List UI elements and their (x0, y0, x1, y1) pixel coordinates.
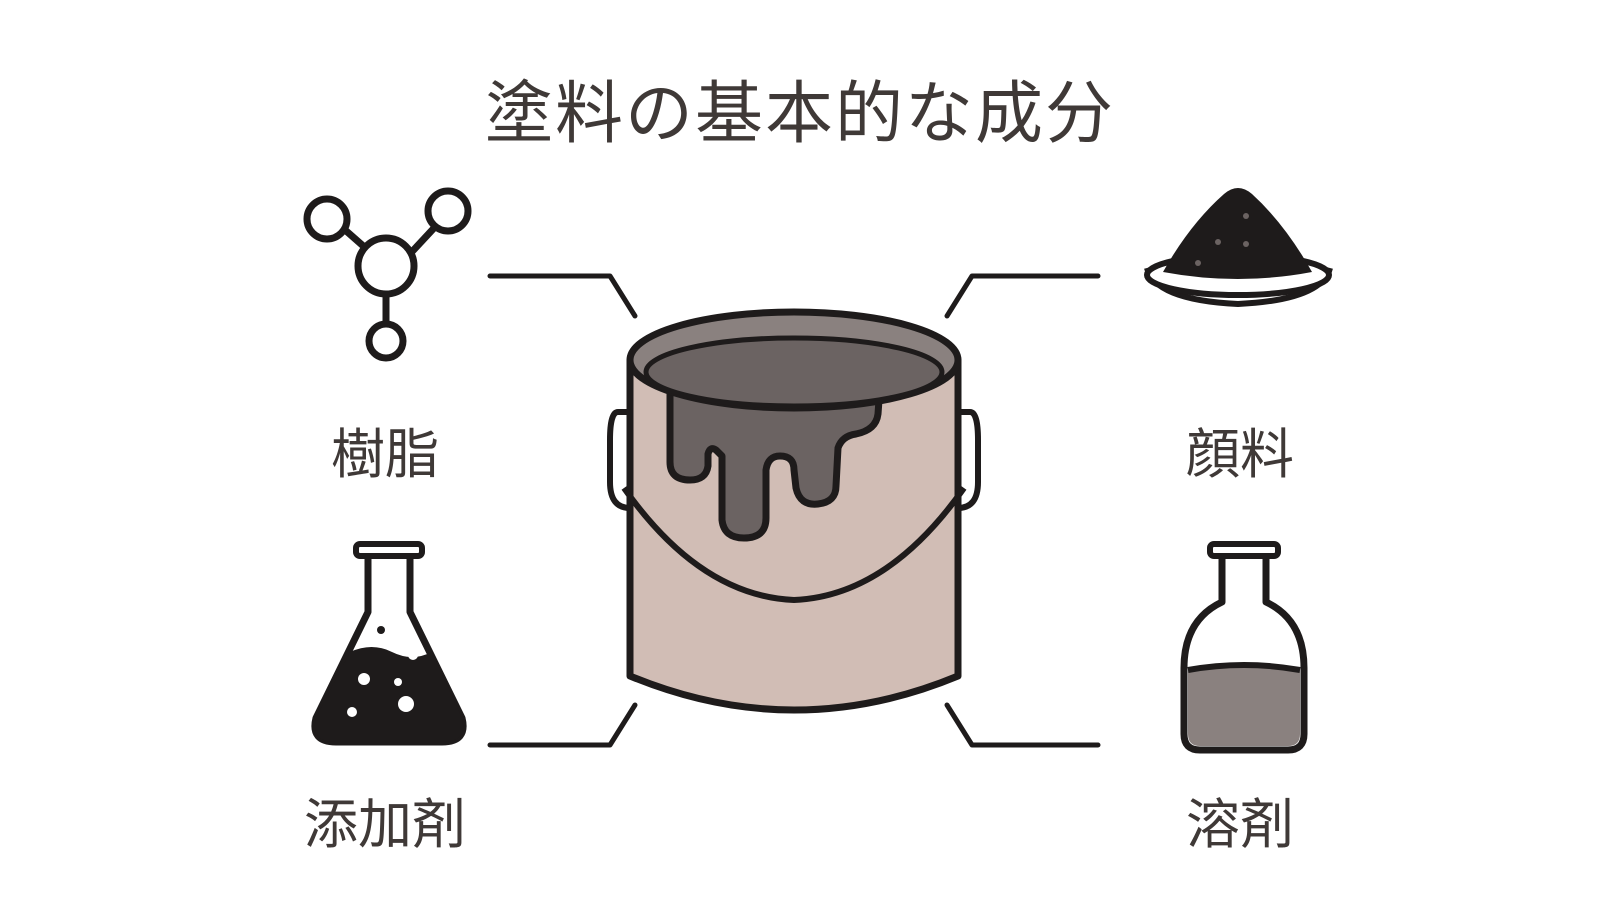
connector-solvent (944, 702, 1101, 748)
label-pigment: 顔料 (1186, 423, 1294, 486)
erlenmeyer-flask-icon (311, 541, 467, 746)
page-title: 塗料の基本的な成分 (484, 75, 1115, 154)
label-solvent: 溶剤 (1186, 793, 1294, 856)
connector-pigment (944, 273, 1101, 319)
bottle-icon (1180, 541, 1308, 754)
powder-dish-icon (1144, 188, 1333, 308)
label-additive: 添加剤 (304, 793, 466, 856)
paint-can-icon (607, 308, 981, 714)
label-resin: 樹脂 (331, 423, 439, 486)
connector-additive (487, 702, 638, 748)
molecule-icon (303, 187, 472, 362)
connector-resin (487, 273, 638, 319)
